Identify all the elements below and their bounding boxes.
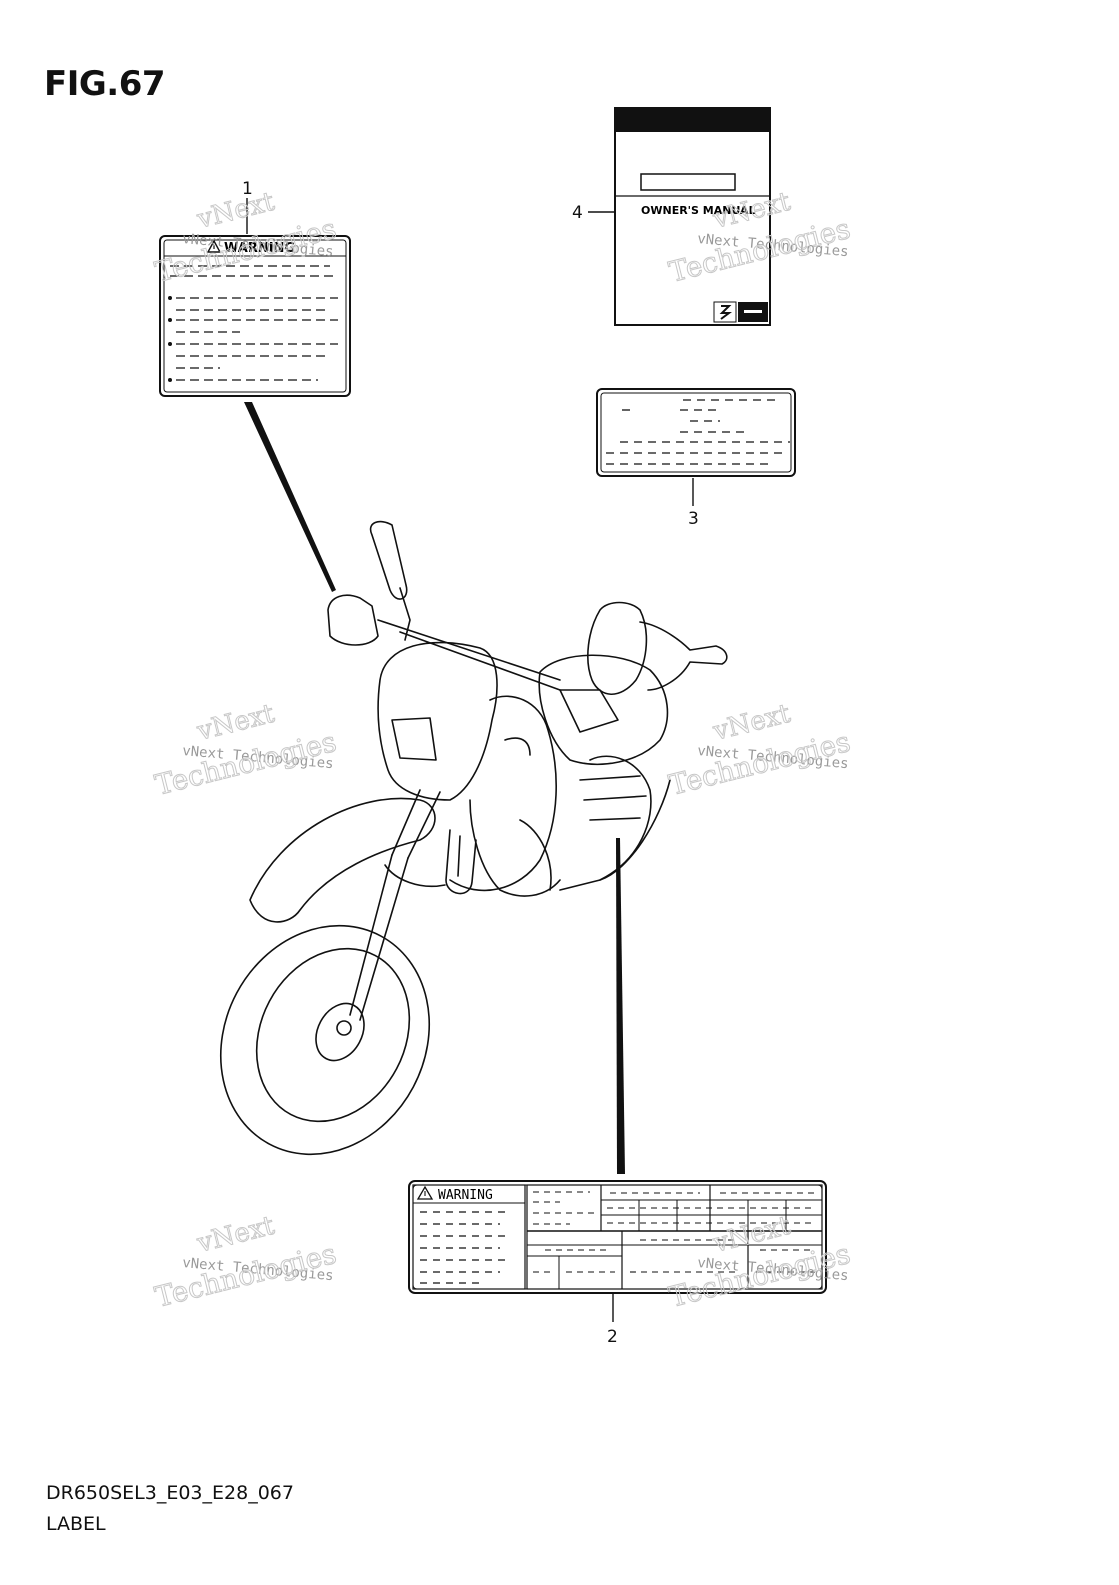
svg-text:Technologies: Technologies (152, 725, 340, 802)
label-1-warning-text: WARNING (224, 241, 295, 256)
motorcycle-outline (219, 520, 728, 1156)
callout-1: 1 (242, 179, 253, 199)
watermark-bottom-left: vNext vNext Technologies Technologies (151, 1210, 340, 1314)
figure-title: FIG.67 (44, 64, 166, 104)
warning-triangle-icon (416, 1185, 434, 1200)
svg-text:vNext: vNext (193, 699, 277, 747)
manual-title-text: OWNER'S MANUAL (641, 204, 756, 217)
svg-text:Technologies: Technologies (666, 725, 854, 802)
svg-text:vNext: vNext (193, 1211, 277, 1259)
callout-4: 4 (572, 203, 583, 223)
label-item-1[interactable]: WARNING (159, 235, 351, 397)
watermark-mid-right: vNext vNext Technologies Technologies (665, 698, 854, 802)
callout-2: 2 (607, 1327, 618, 1347)
label-item-3[interactable] (596, 388, 796, 477)
figure-code: DR650SEL3_E03_E28_067 (46, 1482, 294, 1504)
label-item-2[interactable]: WARNING (408, 1180, 827, 1294)
brand-logo-icon (713, 301, 768, 323)
callout-3: 3 (688, 509, 699, 529)
watermark-mid-left: vNext vNext Technologies Technologies (151, 698, 340, 802)
figure-name: LABEL (46, 1513, 106, 1535)
label-2-warning-text: WARNING (438, 1188, 493, 1203)
manual-item-4[interactable]: OWNER'S MANUAL (614, 107, 771, 326)
svg-text:Technologies: Technologies (152, 1237, 340, 1314)
svg-text:vNext: vNext (709, 699, 793, 747)
warning-triangle-icon (206, 239, 222, 253)
